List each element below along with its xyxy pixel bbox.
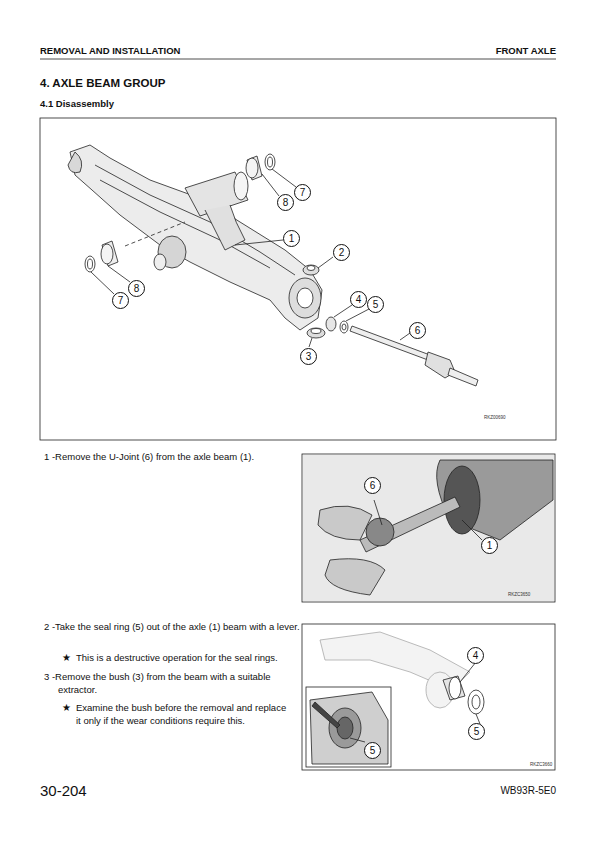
note-text: This is a destructive operation for the … bbox=[76, 652, 286, 665]
callout-number: 6 bbox=[409, 322, 426, 339]
step-text: 2 -Take the seal ring (5) out of the axl… bbox=[44, 621, 306, 634]
figure-code: RKZC3650 bbox=[508, 592, 530, 598]
note-text: ★ bbox=[62, 702, 71, 715]
figure-code: RKZ00690 bbox=[484, 415, 506, 421]
callout-number: 6 bbox=[364, 477, 381, 494]
note-text: Examine the bush before the removal and … bbox=[76, 702, 291, 728]
page-text: 30-204 bbox=[40, 782, 87, 801]
figure-code: RKZC3660 bbox=[530, 762, 552, 768]
callout-number: 5 bbox=[367, 296, 384, 313]
callout-number: 1 bbox=[283, 230, 300, 247]
callout-number: 1 bbox=[481, 537, 498, 554]
step-text: 3 -Remove the bush (3) from the beam wit… bbox=[44, 671, 306, 697]
page-text: 4.1 Disassembly bbox=[40, 98, 114, 110]
callout-number: 3 bbox=[300, 348, 317, 365]
callout-number: 8 bbox=[128, 280, 145, 297]
callout-number: 7 bbox=[112, 292, 129, 309]
callout-number: 4 bbox=[350, 291, 367, 308]
step-text: 1 -Remove the U-Joint (6) from the axle … bbox=[44, 451, 308, 464]
callout-number: 2 bbox=[333, 244, 350, 261]
section-title: 4. AXLE BEAM GROUP bbox=[40, 76, 165, 90]
callout-number: 5 bbox=[468, 723, 485, 740]
callout-number: 5 bbox=[364, 742, 381, 759]
note-text: ★ bbox=[62, 652, 71, 665]
callout-number: 7 bbox=[294, 184, 311, 201]
callout-number: 4 bbox=[467, 647, 484, 664]
header-text: FRONT AXLE bbox=[496, 45, 556, 57]
page-text: WB93R-5E0 bbox=[500, 785, 556, 798]
callout-number: 8 bbox=[277, 194, 294, 211]
header-text: REMOVAL AND INSTALLATION bbox=[40, 45, 180, 57]
